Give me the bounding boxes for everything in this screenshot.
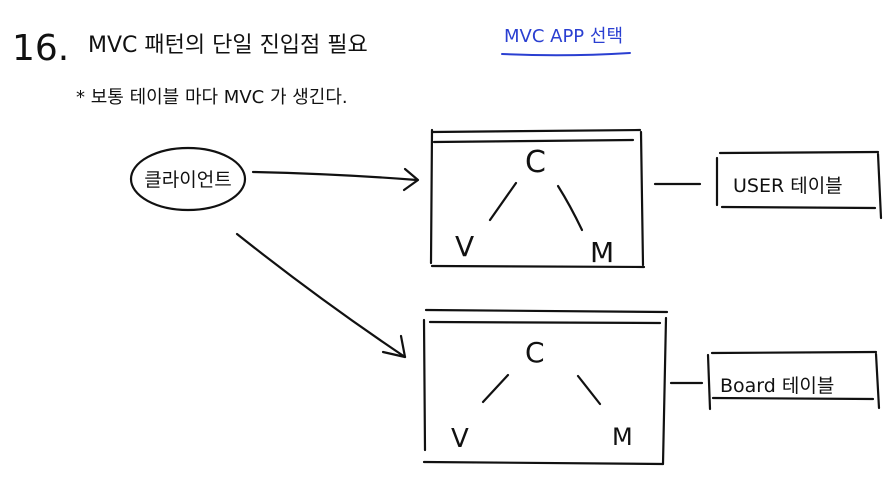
mvc-box-top: C V M [429,128,646,269]
header-note: MVC APP 선택 [504,26,623,47]
mvc-box-bottom: C V M [422,308,669,466]
user-table-label: USER 테이블 [733,175,843,197]
arrow-client-to-top [251,167,420,192]
user-table: USER 테이블 [715,150,883,220]
item-number: 16. [12,28,69,69]
view-label-top: V [455,230,474,263]
header-note-underline [501,52,631,57]
line-c-m-top [556,184,584,232]
controller-label-top: C [525,145,546,180]
line-c-m-bottom [576,374,602,406]
model-label-top: M [590,236,614,269]
page-title: MVC 패턴의 단일 진입점 필요 [88,33,368,58]
board-table: Board 테이블 [706,350,881,411]
arrow-client-to-bottom [235,232,407,359]
model-label-bottom: M [612,423,633,451]
controller-label-bottom: C [525,336,545,369]
view-label-bottom: V [451,424,469,454]
board-table-label: Board 테이블 [720,375,834,397]
client-label: 클라이언트 [144,169,231,191]
line-c-v-bottom [481,373,510,404]
sub-note: * 보통 테이블 마다 MVC 가 생긴다. [76,87,348,108]
client-node: 클라이언트 [129,146,247,212]
line-c-v-top [488,181,518,222]
client-ellipse [129,146,247,212]
